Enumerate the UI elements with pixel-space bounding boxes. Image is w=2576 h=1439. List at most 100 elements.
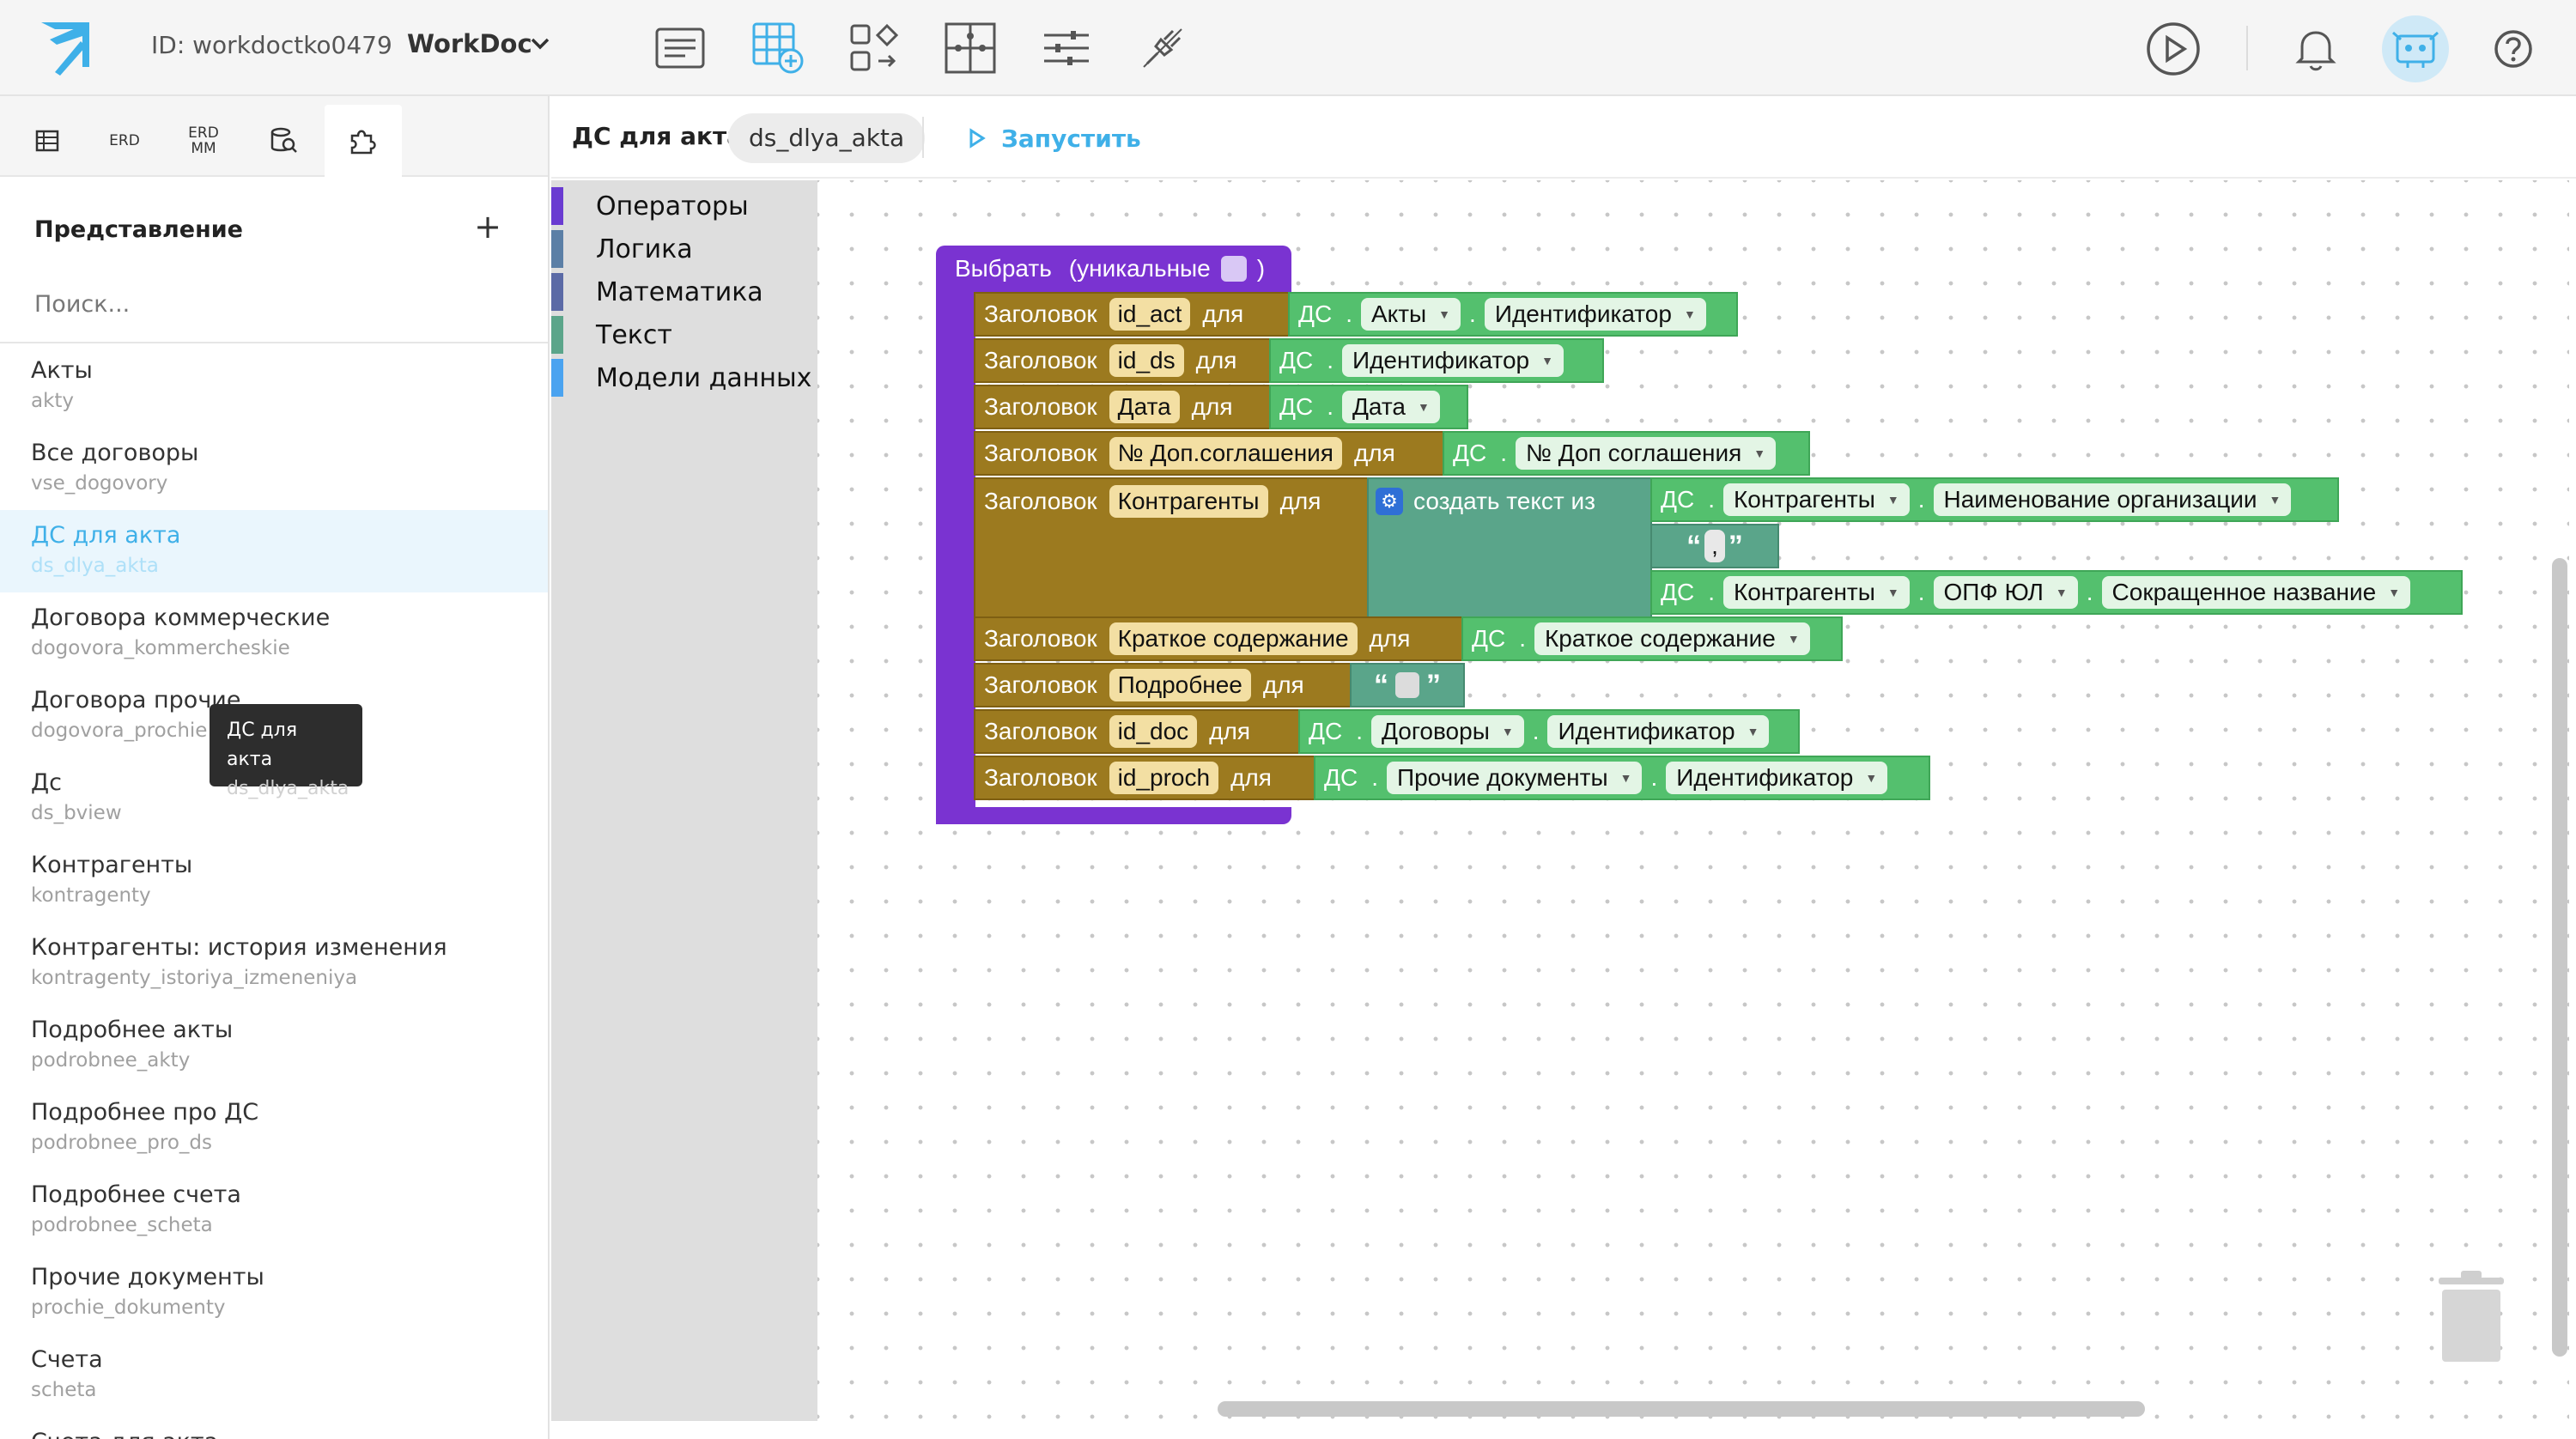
list-item-code: scheta (31, 1379, 97, 1401)
dropdown[interactable]: Идентификатор▼ (1547, 715, 1770, 748)
text-concat-block[interactable]: ⚙создать текст из (1367, 477, 1652, 618)
ds-block[interactable]: ДС. Краткое содержание▼ (1461, 616, 1843, 661)
text-literal-block[interactable]: “ , ” (1650, 524, 1779, 568)
ds-block[interactable]: ДС. Акты▼. Идентификатор▼ (1288, 292, 1738, 337)
list-item[interactable]: Счета для акта (0, 1417, 548, 1439)
shapes-icon[interactable] (847, 21, 902, 76)
plug-icon[interactable] (1135, 21, 1190, 76)
dropdown[interactable]: Дата▼ (1341, 391, 1440, 423)
ds-block[interactable]: ДС. Контрагенты▼. Наименование организац… (1650, 477, 2339, 522)
horizontal-scrollbar[interactable] (1218, 1401, 2145, 1417)
dropdown[interactable]: Идентификатор▼ (1666, 762, 1888, 794)
table-add-icon[interactable] (750, 21, 805, 76)
alias-field[interactable]: Дата (1109, 391, 1180, 423)
alias-field[interactable]: Подробнее (1109, 669, 1251, 701)
dropdown-arrow-icon: ▼ (2269, 493, 2281, 507)
dropdown[interactable]: Контрагенты▼ (1722, 483, 1910, 516)
gear-icon[interactable]: ⚙ (1376, 488, 1403, 515)
dropdown-value: Контрагенты (1733, 486, 1875, 513)
text-field[interactable]: , (1704, 530, 1725, 562)
alias-field[interactable]: Контрагенты (1109, 485, 1268, 518)
bell-icon[interactable] (2287, 21, 2344, 77)
unique-checkbox[interactable] (1220, 256, 1247, 282)
dropdown[interactable]: Наименование организации▼ (1933, 483, 2292, 516)
ds-block[interactable]: ДС. Идентификатор▼ (1269, 338, 1604, 383)
dropdown[interactable]: Контрагенты▼ (1722, 576, 1910, 609)
alias-field[interactable]: id_proch (1109, 762, 1219, 794)
text-literal-block[interactable]: “ ” (1350, 663, 1465, 707)
help-icon[interactable] (2485, 21, 2542, 77)
trash-icon[interactable] (2435, 1269, 2507, 1363)
chevron-down-icon[interactable] (529, 33, 551, 55)
robot-icon[interactable] (2382, 15, 2449, 82)
workspace-name[interactable]: WorkDoc (407, 29, 532, 58)
category-math[interactable]: Математика (551, 273, 817, 311)
alias-field[interactable]: id_act (1109, 298, 1191, 331)
alias-field[interactable]: id_ds (1109, 344, 1184, 377)
vertical-scrollbar[interactable] (2552, 558, 2567, 1357)
category-operators[interactable]: Операторы (551, 187, 817, 225)
category-text[interactable]: Текст (551, 316, 817, 354)
category-data-models[interactable]: Модели данных (551, 359, 817, 397)
alias-field[interactable]: Краткое содержание (1109, 622, 1358, 655)
tab-db-search[interactable] (246, 105, 323, 177)
ds-block[interactable]: ДС. Контрагенты▼. ОПФ ЮЛ▼. Сокращенное н… (1650, 570, 2463, 615)
select-block[interactable]: Выбрать (уникальные ) (936, 246, 1291, 292)
search-input[interactable] (34, 287, 515, 321)
dropdown[interactable]: Прочие документы▼ (1386, 762, 1643, 794)
alias-field[interactable]: № Доп.соглашения (1109, 437, 1342, 470)
dropdown[interactable]: Договоры▼ (1370, 715, 1524, 748)
add-view-button[interactable]: + (474, 208, 501, 246)
text-field[interactable] (1395, 672, 1419, 698)
dropdown[interactable]: Идентификатор▼ (1341, 344, 1564, 377)
tab-table[interactable] (9, 105, 86, 177)
dropdown[interactable]: Акты▼ (1360, 298, 1461, 331)
play-icon[interactable] (2145, 21, 2202, 77)
ds-block[interactable]: ДС. Прочие документы▼. Идентификатор▼ (1314, 756, 1930, 800)
dropdown[interactable]: Сокращенное название▼ (2101, 576, 2411, 609)
ds-block[interactable]: ДС. № Доп соглашения▼ (1443, 431, 1810, 476)
puzzle-icon[interactable] (943, 21, 998, 76)
category-logic[interactable]: Логика (551, 230, 817, 268)
ds-block[interactable]: ДС. Дата▼ (1269, 385, 1468, 429)
sliders-icon[interactable] (1039, 21, 1094, 76)
view-code-badge[interactable]: ds_dlya_akta (728, 113, 926, 163)
for-keyword: для (1353, 440, 1395, 466)
dropdown[interactable]: ОПФ ЮЛ▼ (1933, 576, 2078, 609)
tab-erd[interactable]: ERD (109, 132, 140, 149)
alias-field[interactable]: id_doc (1109, 715, 1198, 748)
dropdown[interactable]: Идентификатор▼ (1484, 298, 1706, 331)
ds-block[interactable]: ДС. Договоры▼. Идентификатор▼ (1298, 709, 1800, 754)
dropdown[interactable]: № Доп соглашения▼ (1515, 437, 1777, 470)
run-button[interactable]: Запустить (969, 118, 1141, 158)
tab-puzzle[interactable] (325, 105, 402, 177)
block-canvas[interactable] (817, 180, 2569, 1421)
document-icon[interactable] (653, 21, 708, 76)
dropdown[interactable]: Краткое содержание▼ (1534, 622, 1810, 655)
tab-erd-mm[interactable]: ERD MM (188, 124, 219, 157)
dropdown-value: Идентификатор (1352, 347, 1530, 373)
logo-icon[interactable] (38, 19, 100, 76)
